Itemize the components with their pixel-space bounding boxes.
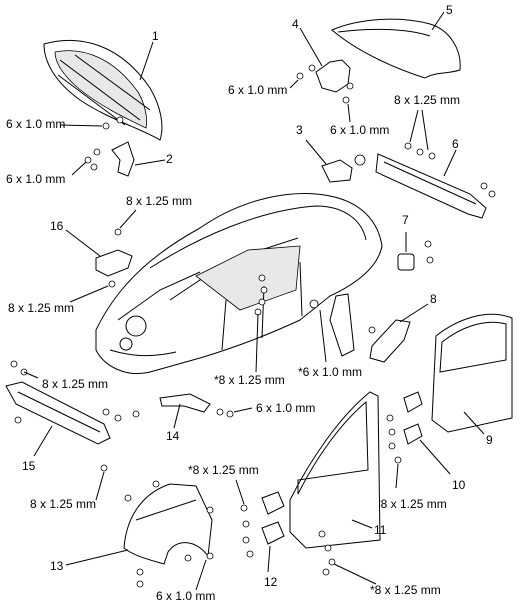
fastener-label-pillar-right: *6 x 1.0 mm bbox=[298, 365, 362, 379]
fastener-label-bracket16-bottom: 8 x 1.25 mm bbox=[8, 301, 74, 315]
callout-9: 9 bbox=[486, 433, 493, 447]
rear-door-part bbox=[431, 313, 513, 433]
bolt-icon bbox=[10, 360, 122, 472]
bolt-icon bbox=[386, 414, 402, 464]
fastener-label-hood-bottom: 6 x 1.0 mm bbox=[6, 172, 65, 186]
fastener-label-hood-top: 6 x 1.0 mm bbox=[6, 117, 65, 131]
bolt-icon bbox=[254, 274, 268, 316]
bolt-icon bbox=[404, 142, 496, 198]
fastener-label-rear-hinge: *8 x 1.25 mm bbox=[376, 497, 447, 511]
hood-hinge-part bbox=[111, 141, 135, 177]
fuel-lid-part bbox=[397, 253, 415, 271]
bolt-icon bbox=[296, 64, 354, 104]
fastener-label-pillar-center: *8 x 1.25 mm bbox=[214, 373, 285, 387]
rear-bumper-beam-part bbox=[375, 153, 487, 219]
fastener-label-fender-bottom: 6 x 1.0 mm bbox=[156, 589, 215, 603]
bolt-icon bbox=[124, 480, 214, 588]
callout-10: 10 bbox=[452, 478, 466, 492]
callout-1: 1 bbox=[152, 29, 159, 43]
trunk-lid-part bbox=[331, 18, 461, 79]
center-pillar-part bbox=[329, 293, 355, 357]
callout-15: 15 bbox=[22, 459, 36, 473]
door-striker-bracket-part bbox=[369, 319, 411, 363]
callout-13: 13 bbox=[50, 559, 64, 573]
fastener-label-rear-bumper: 8 x 1.25 mm bbox=[394, 93, 460, 107]
callout-6: 6 bbox=[452, 137, 459, 151]
front-door-hinge-part bbox=[261, 491, 285, 545]
fastener-label-front-bumper-top: 8 x 1.25 mm bbox=[42, 377, 108, 391]
callout-5: 5 bbox=[446, 3, 453, 17]
callout-16: 16 bbox=[50, 219, 64, 233]
fastener-label-front-bumper-bottom: 8 x 1.25 mm bbox=[30, 497, 96, 511]
bolt-icon bbox=[84, 116, 124, 171]
bolt-icon bbox=[240, 504, 336, 576]
bracket-16-part bbox=[95, 249, 133, 277]
callout-4: 4 bbox=[292, 17, 299, 31]
bracket-14-part bbox=[159, 393, 211, 413]
fastener-label-hinge4-right: 6 x 1.0 mm bbox=[330, 123, 389, 137]
car-body-shell bbox=[95, 193, 383, 374]
callout-7: 7 bbox=[402, 213, 409, 227]
callout-12: 12 bbox=[264, 575, 278, 589]
callout-8: 8 bbox=[430, 292, 437, 306]
trunk-hinge-part bbox=[315, 59, 351, 93]
callout-3: 3 bbox=[296, 123, 303, 137]
fastener-label-hinge4-left: 6 x 1.0 mm bbox=[228, 83, 287, 97]
hood-part bbox=[43, 39, 163, 141]
fastener-label-front-hinge-top: *8 x 1.25 mm bbox=[188, 463, 259, 477]
fastener-label-front-hinge-bottom: *8 x 1.25 mm bbox=[370, 583, 441, 597]
front-bumper-beam-part bbox=[5, 381, 111, 445]
fastener-label-bracket16-top: 8 x 1.25 mm bbox=[126, 194, 192, 208]
callout-2: 2 bbox=[166, 152, 173, 166]
fastener-label-bracket14: 6 x 1.0 mm bbox=[256, 401, 315, 415]
front-door-part bbox=[289, 391, 381, 549]
rear-door-hinge-part bbox=[403, 391, 423, 445]
trunk-latch-part bbox=[321, 159, 353, 183]
front-fender-part bbox=[123, 483, 213, 565]
callout-14: 14 bbox=[166, 429, 180, 443]
callout-11: 11 bbox=[374, 523, 387, 537]
